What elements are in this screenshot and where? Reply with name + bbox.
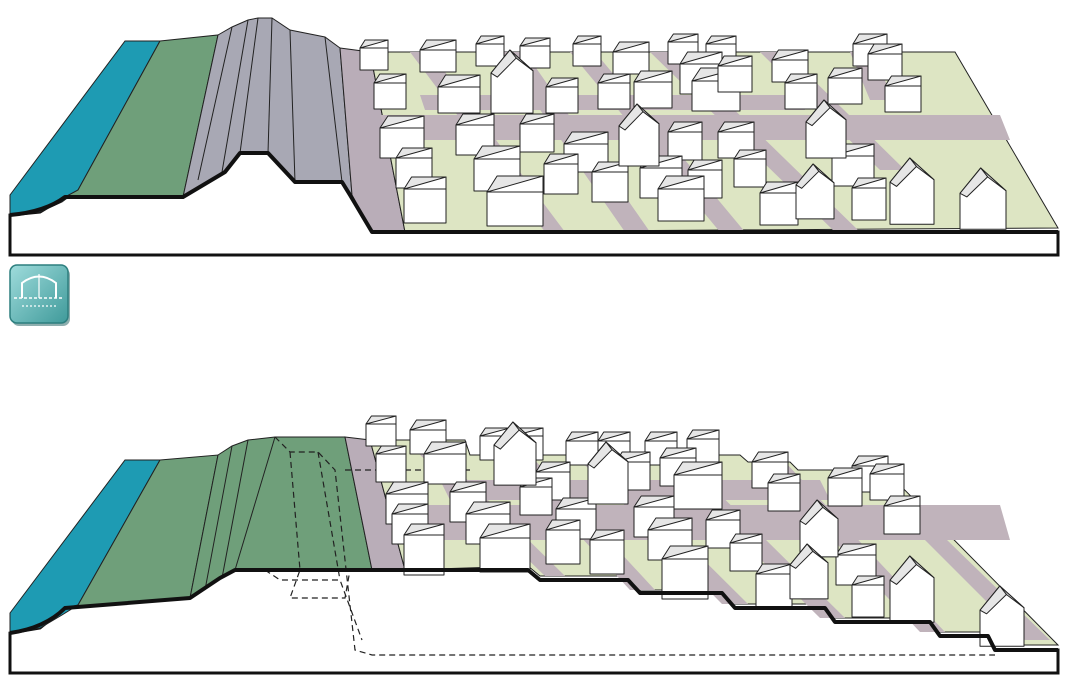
gable-house	[979, 585, 1025, 647]
house	[423, 441, 467, 485]
house	[403, 523, 445, 576]
gable-house	[959, 167, 1007, 230]
house	[784, 73, 818, 110]
gable-house	[490, 49, 534, 114]
house	[851, 177, 887, 221]
house	[437, 74, 481, 114]
house	[884, 75, 922, 113]
house	[591, 161, 629, 203]
house	[365, 415, 397, 447]
house	[759, 181, 799, 226]
house	[589, 529, 625, 575]
house	[767, 473, 801, 512]
levee-gate-icon	[9, 264, 70, 326]
house	[673, 461, 723, 510]
house	[565, 431, 599, 466]
gable-house	[493, 421, 537, 486]
house	[827, 467, 863, 507]
house	[867, 43, 903, 81]
house	[851, 575, 885, 618]
house	[403, 176, 447, 224]
house	[633, 70, 673, 109]
house	[686, 429, 720, 464]
house	[419, 39, 457, 73]
house	[543, 153, 579, 195]
house	[869, 463, 905, 501]
house	[572, 35, 602, 67]
house	[519, 37, 551, 69]
house	[667, 121, 703, 161]
top-levee-facets	[197, 17, 343, 183]
gable-house	[587, 441, 629, 505]
house	[612, 41, 650, 75]
house	[545, 519, 581, 565]
gable-house	[799, 499, 839, 558]
house	[545, 77, 579, 114]
house	[359, 39, 389, 71]
house	[657, 175, 705, 222]
house	[373, 73, 407, 110]
house	[475, 35, 505, 67]
bottom-embankment-facets	[204, 436, 276, 591]
house	[486, 175, 544, 227]
gable-house	[805, 99, 847, 159]
house	[883, 495, 921, 535]
top-ground-outline	[9, 151, 1058, 234]
house	[755, 563, 793, 609]
gable-house	[889, 555, 935, 623]
gable-house	[795, 163, 835, 220]
top-houses	[359, 33, 1007, 230]
house	[375, 445, 407, 483]
gable-house	[618, 103, 660, 167]
house	[519, 113, 555, 153]
floodwall-scenario-panel	[8, 415, 1060, 675]
house	[717, 55, 753, 93]
gable-house	[789, 543, 829, 600]
house	[597, 73, 631, 110]
house	[733, 149, 767, 188]
house	[479, 523, 531, 573]
house	[729, 533, 763, 572]
house	[717, 121, 755, 159]
bottom-ground-outline	[9, 568, 1058, 652]
bottom-houses	[365, 415, 1025, 647]
levee-scenario-panel	[8, 17, 1060, 257]
gable-house	[889, 157, 935, 225]
house	[827, 67, 863, 105]
